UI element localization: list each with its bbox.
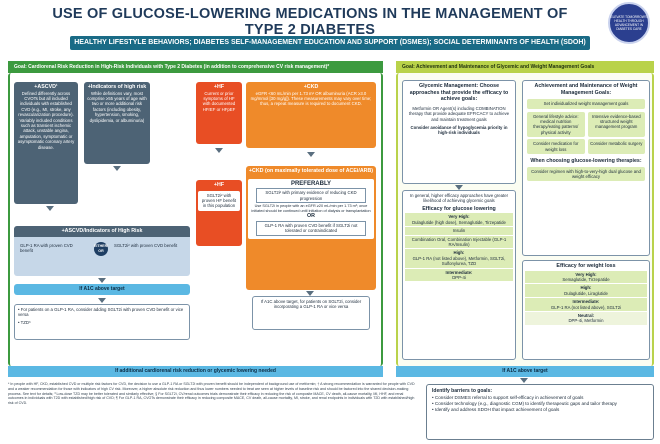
arrow-down-icon — [307, 152, 315, 157]
lifestyle-advice: General lifestyle advice: medical nutrit… — [527, 111, 585, 138]
arrow-down-icon — [46, 206, 54, 211]
footnote: * In people with HF, CKD, established CV… — [8, 382, 415, 406]
glycemic-management-box: Glycemic Management: Choose approaches t… — [402, 80, 516, 184]
arrow-down-icon — [520, 378, 528, 383]
organization-logo: ELEVATE TOMORROW'S HEALTH THROUGH ADVANC… — [608, 2, 650, 44]
barrier-item: Consider technology (e.g., diagnostic CG… — [432, 401, 648, 407]
arrow-down-icon — [306, 291, 314, 296]
barrier-item: Consider DSMES referral to support self-… — [432, 395, 648, 401]
lifestyle-banner: HEALTHY LIFESTYLE BEHAVIORS; DIABETES SE… — [70, 36, 590, 50]
hf-box: +HF Current or prior symptoms of HF with… — [196, 82, 242, 144]
arrow-down-icon — [98, 278, 106, 283]
arrow-down-icon — [113, 166, 121, 171]
glp1-cvd-option: GLP-1 RA with proven CVD benefit — [20, 242, 73, 253]
ckd-box: +CKD eGFR <60 mL/min per 1.73 m² OR albu… — [246, 82, 376, 148]
sglt2i-cvd-option: SGLT2i² with proven CVD benefit — [114, 242, 178, 248]
glucose-efficacy-box: In general, higher efficacy approaches h… — [402, 190, 516, 360]
cardiorenal-goal-bar: Goal: Cardiorenal Risk Reduction in High… — [8, 61, 383, 73]
metabolic-surgery: Consider metabolic surgery — [587, 139, 645, 155]
glycemic-goal-bar: Goal: Achievement and Maintenance of Gly… — [396, 61, 654, 73]
weight-efficacy-box: Efficacy for weight loss Very High:Semag… — [522, 260, 650, 360]
weight-management-box: Achievement and Maintenance of Weight Ma… — [522, 80, 650, 256]
ckd-treatment-box: +CKD (on maximally tolerated dose of ACE… — [246, 166, 376, 290]
ckd-a1c-box: If A1C above target, for patients on SGL… — [252, 296, 370, 330]
hf-treatment-box: +HF SGLT2i² with proven HF benefit in th… — [196, 180, 242, 246]
a1c-above-target-right: If A1C above target — [396, 366, 654, 377]
ascvd-treatment-box: +ASCVD/Indicators of High Risk GLP-1 RA … — [14, 226, 190, 276]
weight-loss-medication: Consider medication for weight loss — [527, 139, 585, 155]
barriers-box: Identify barriers to goals: Consider DSM… — [426, 384, 654, 440]
either-or-badge: EITHER/ OR — [94, 241, 108, 256]
page-title: USE OF GLUCOSE-LOWERING MEDICATIONS IN T… — [52, 6, 568, 38]
combination-box: • For patients on a GLP-1 RA, consider a… — [14, 304, 190, 340]
arrow-down-icon — [455, 185, 463, 190]
arrow-down-icon — [98, 298, 106, 303]
a1c-above-target-left: If A1C above target — [14, 284, 190, 295]
intensive-program: Intensive evidence-based structured weig… — [587, 111, 645, 138]
ascvd-box: +ASCVD¹ Defined differently across CVOTs… — [14, 82, 78, 204]
additional-reduction-bar: If additional cardiorenal risk reduction… — [8, 366, 383, 377]
barrier-item: Identify and address SDOH that impact ac… — [432, 407, 648, 413]
arrow-down-icon — [215, 148, 223, 153]
high-risk-box: +Indicators of high risk While definitio… — [84, 82, 150, 164]
